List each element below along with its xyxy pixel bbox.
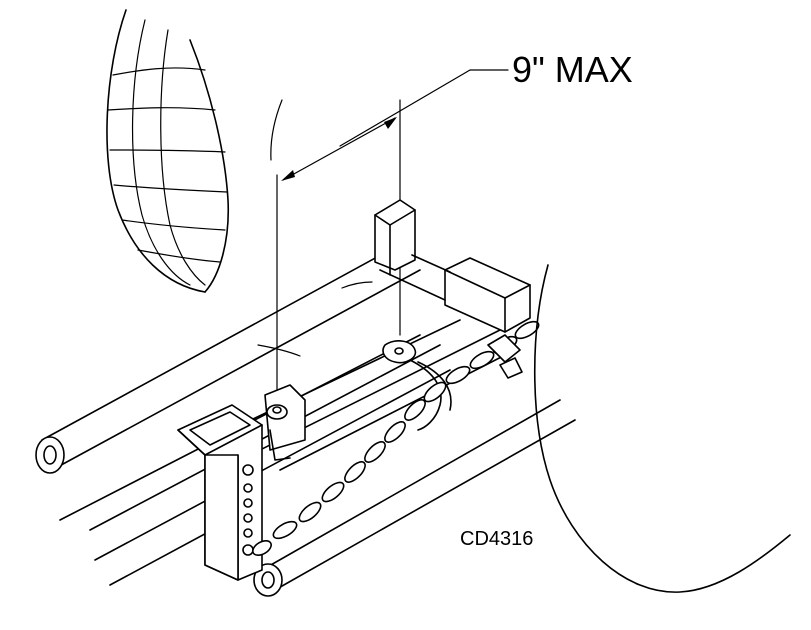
safety-chain xyxy=(252,320,540,557)
hitch-bracket xyxy=(177,404,263,581)
lower-rail xyxy=(253,399,576,597)
dimension-arrow-left xyxy=(281,170,295,181)
implement-tire xyxy=(533,264,791,593)
tractor-tire xyxy=(106,9,230,293)
hitch-pin xyxy=(264,340,452,461)
dimension-arrow-right xyxy=(384,117,397,129)
dimension-lines xyxy=(276,69,509,391)
dimension-leader xyxy=(339,69,471,147)
reference-arcs xyxy=(257,99,373,357)
figure-code: CD4316 xyxy=(460,528,533,550)
implement-frame xyxy=(374,199,531,333)
dimension-label: 9" MAX xyxy=(512,49,633,90)
